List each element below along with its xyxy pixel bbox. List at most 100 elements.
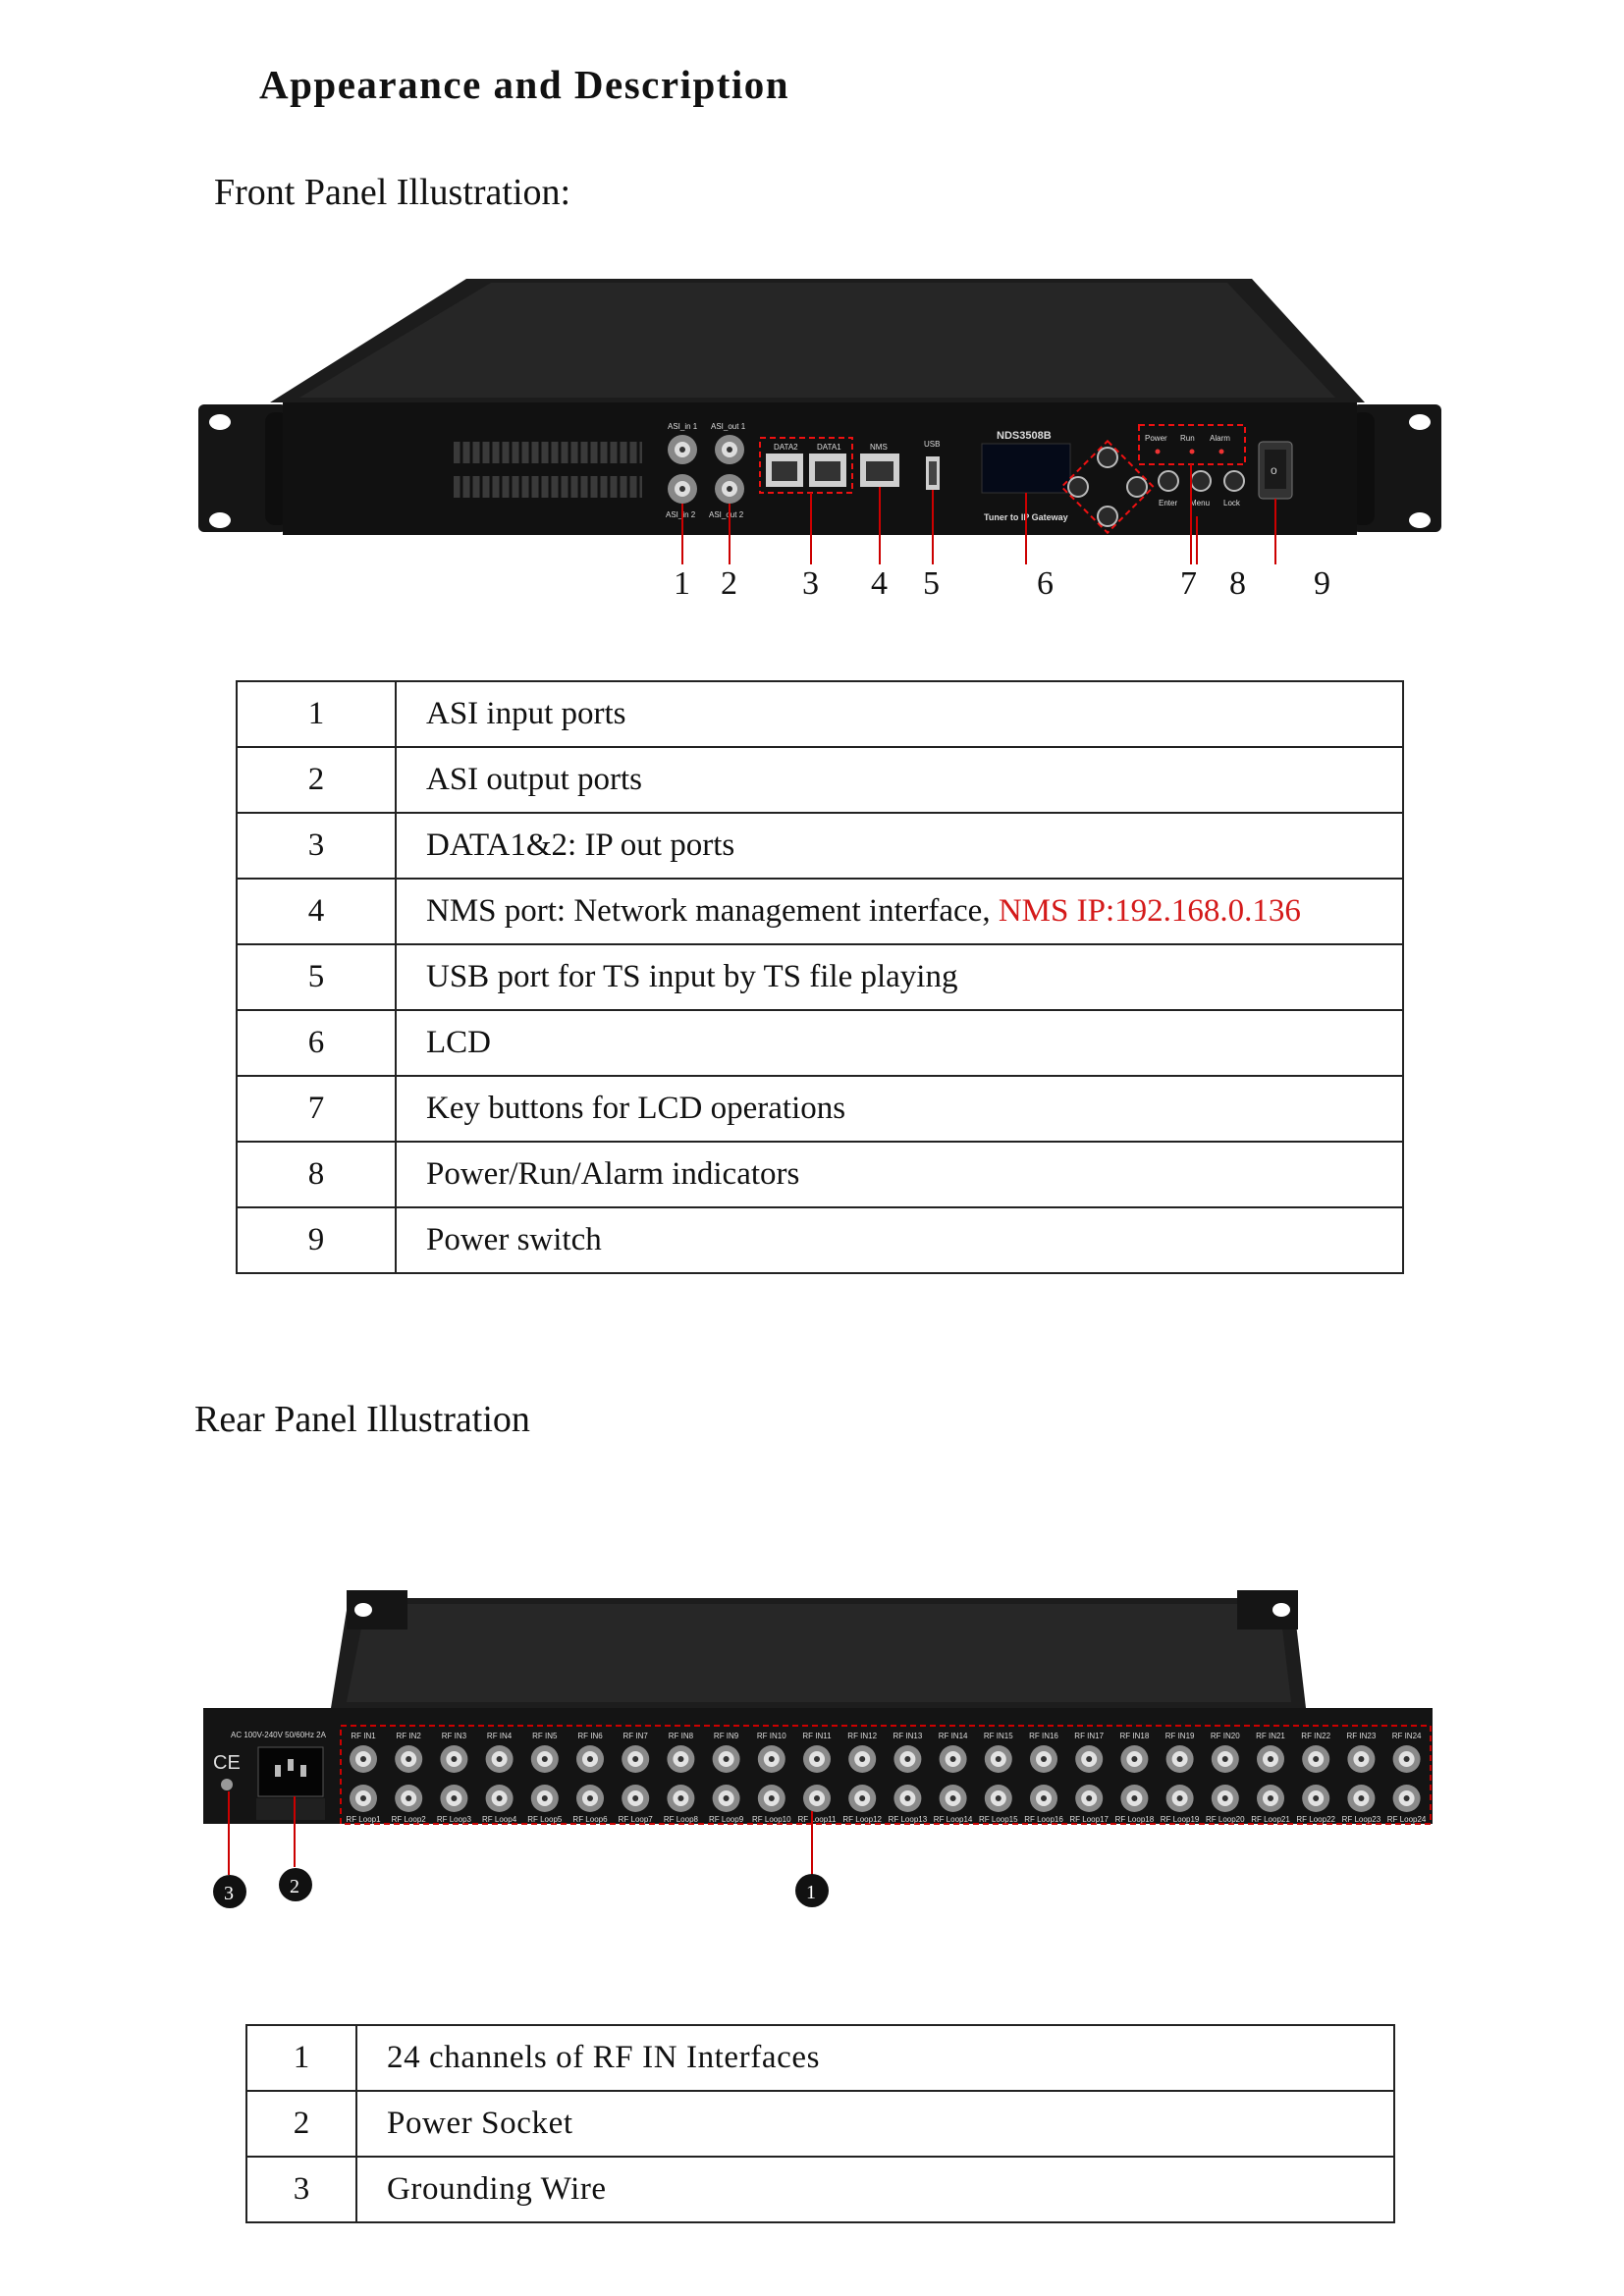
rf-in-label: RF IN16 (1029, 1732, 1058, 1740)
rf-in-label: RF IN23 (1347, 1732, 1377, 1740)
rf-loop-label: RF Loop1 (346, 1815, 381, 1824)
lock-label: Lock (1223, 499, 1241, 507)
rf-loop-label: RF Loop13 (889, 1815, 928, 1824)
item-description: Power switch (395, 1206, 1404, 1274)
page-title: Appearance and Description (259, 62, 790, 107)
rf-loop-label: RF Loop14 (934, 1815, 973, 1824)
front-callout-5: 5 (923, 565, 940, 602)
rf-loop-label: RF Loop20 (1206, 1815, 1245, 1824)
usb-label: USB (924, 440, 940, 449)
rf-loop-label: RF Loop4 (482, 1815, 517, 1824)
rf-loop-label: RF Loop5 (527, 1815, 563, 1824)
item-description: ASI output ports (395, 746, 1404, 814)
rf-in-label: RF IN7 (623, 1732, 649, 1740)
rf-in-label: RF IN24 (1392, 1732, 1422, 1740)
rf-loop-label: RF Loop9 (709, 1815, 744, 1824)
item-number: 2 (245, 2090, 357, 2158)
rf-loop-label: RF Loop7 (619, 1815, 654, 1824)
item-number: 4 (236, 878, 397, 945)
nms-ip-highlight: NMS IP:192.168.0.136 (998, 893, 1301, 929)
rf-in-label: RF IN8 (669, 1732, 694, 1740)
rf-in-label: RF IN21 (1256, 1732, 1285, 1740)
rf-in-area (340, 1725, 1432, 1825)
front-callout-6: 6 (1037, 565, 1054, 602)
rf-in-label: RF IN4 (487, 1732, 513, 1740)
rf-in-label: RF IN5 (532, 1732, 558, 1740)
item-number: 3 (236, 812, 397, 880)
item-description: Power/Run/Alarm indicators (395, 1141, 1404, 1208)
alarm-indicator-label: Alarm (1210, 434, 1230, 443)
rear-callout-1: 1 (806, 1882, 816, 1903)
item-description: USB port for TS input by TS file playing (395, 943, 1404, 1011)
power-rating-label: AC 100V-240V 50/60Hz 2A (231, 1731, 327, 1739)
asi-out1-label: ASI_out 1 (711, 422, 746, 431)
rf-in-labels: RF IN1 RF IN2 RF IN3 RF IN4 RF IN5 RF IN6 RF I… (351, 1732, 1422, 1740)
item-number: 1 (245, 2024, 357, 2092)
rear-callout-2: 2 (290, 1876, 299, 1897)
rf-in-label: RF IN22 (1301, 1732, 1330, 1740)
item-description: LCD (395, 1009, 1404, 1077)
rf-loop-label: RF Loop19 (1161, 1815, 1200, 1824)
svg-text:o: o (1271, 463, 1277, 477)
item-number: 7 (236, 1075, 397, 1143)
rf-in-label: RF IN15 (984, 1732, 1013, 1740)
front-callout-9: 9 (1314, 565, 1330, 602)
asi-out2-label: ASI_out 2 (709, 510, 744, 519)
item-number: 8 (236, 1141, 397, 1208)
item-description: Grounding Wire (355, 2156, 1395, 2223)
ce-mark: CE (213, 1752, 241, 1774)
data2-label: DATA2 (774, 443, 798, 452)
item-number: 6 (236, 1009, 397, 1077)
front-callout-4: 4 (871, 565, 888, 602)
enter-label: Enter (1159, 499, 1177, 507)
asi-connectors (668, 435, 744, 504)
rf-loop-label: RF Loop11 (798, 1815, 838, 1824)
item-number: 1 (236, 680, 397, 748)
data1-label: DATA1 (817, 443, 841, 452)
rf-in-label: RF IN3 (442, 1732, 467, 1740)
power-socket (257, 1746, 324, 1797)
rf-loop-label: RF Loop24 (1387, 1815, 1427, 1824)
item-description: DATA1&2: IP out ports (395, 812, 1404, 880)
item-number: 2 (236, 746, 397, 814)
item-description: Power Socket (355, 2090, 1395, 2158)
asi-in1-label: ASI_in 1 (668, 422, 698, 431)
item-description: ASI input ports (395, 680, 1404, 748)
rf-in-label: RF IN9 (714, 1732, 739, 1740)
nms-label: NMS (870, 443, 888, 452)
rf-loop-label: RF Loop18 (1115, 1815, 1155, 1824)
rf-in-label: RF IN19 (1165, 1732, 1195, 1740)
rf-in-label: RF IN10 (757, 1732, 786, 1740)
item-number: 3 (245, 2156, 357, 2223)
front-callout-7: 7 (1180, 565, 1197, 602)
front-panel-image: ASI_in 1 ASI_out 1 ASI_in 2 ASI_out 2 DA… (196, 275, 1443, 609)
rf-loop-label: RF Loop8 (664, 1815, 699, 1824)
rf-in-label: RF IN2 (397, 1732, 422, 1740)
menu-label: Menu (1190, 499, 1210, 507)
rf-loop-label: RF Loop3 (437, 1815, 472, 1824)
rf-loop-label: RF Loop10 (752, 1815, 791, 1824)
rf-loop-label: RF Loop17 (1069, 1815, 1109, 1824)
model-label: NDS3508B (997, 430, 1052, 442)
item-description: NMS port: Network management interface, … (395, 878, 1404, 945)
item-number: 5 (236, 943, 397, 1011)
rf-in-label: RF IN14 (939, 1732, 968, 1740)
front-callout-8: 8 (1229, 565, 1246, 602)
rf-in-label: RF IN1 (351, 1732, 376, 1740)
item-number: 9 (236, 1206, 397, 1274)
rf-loop-label: RF Loop12 (842, 1815, 882, 1824)
rf-loop-label: RF Loop23 (1342, 1815, 1381, 1824)
front-callout-1: 1 (674, 565, 690, 602)
rf-in-label: RF IN6 (577, 1732, 603, 1740)
